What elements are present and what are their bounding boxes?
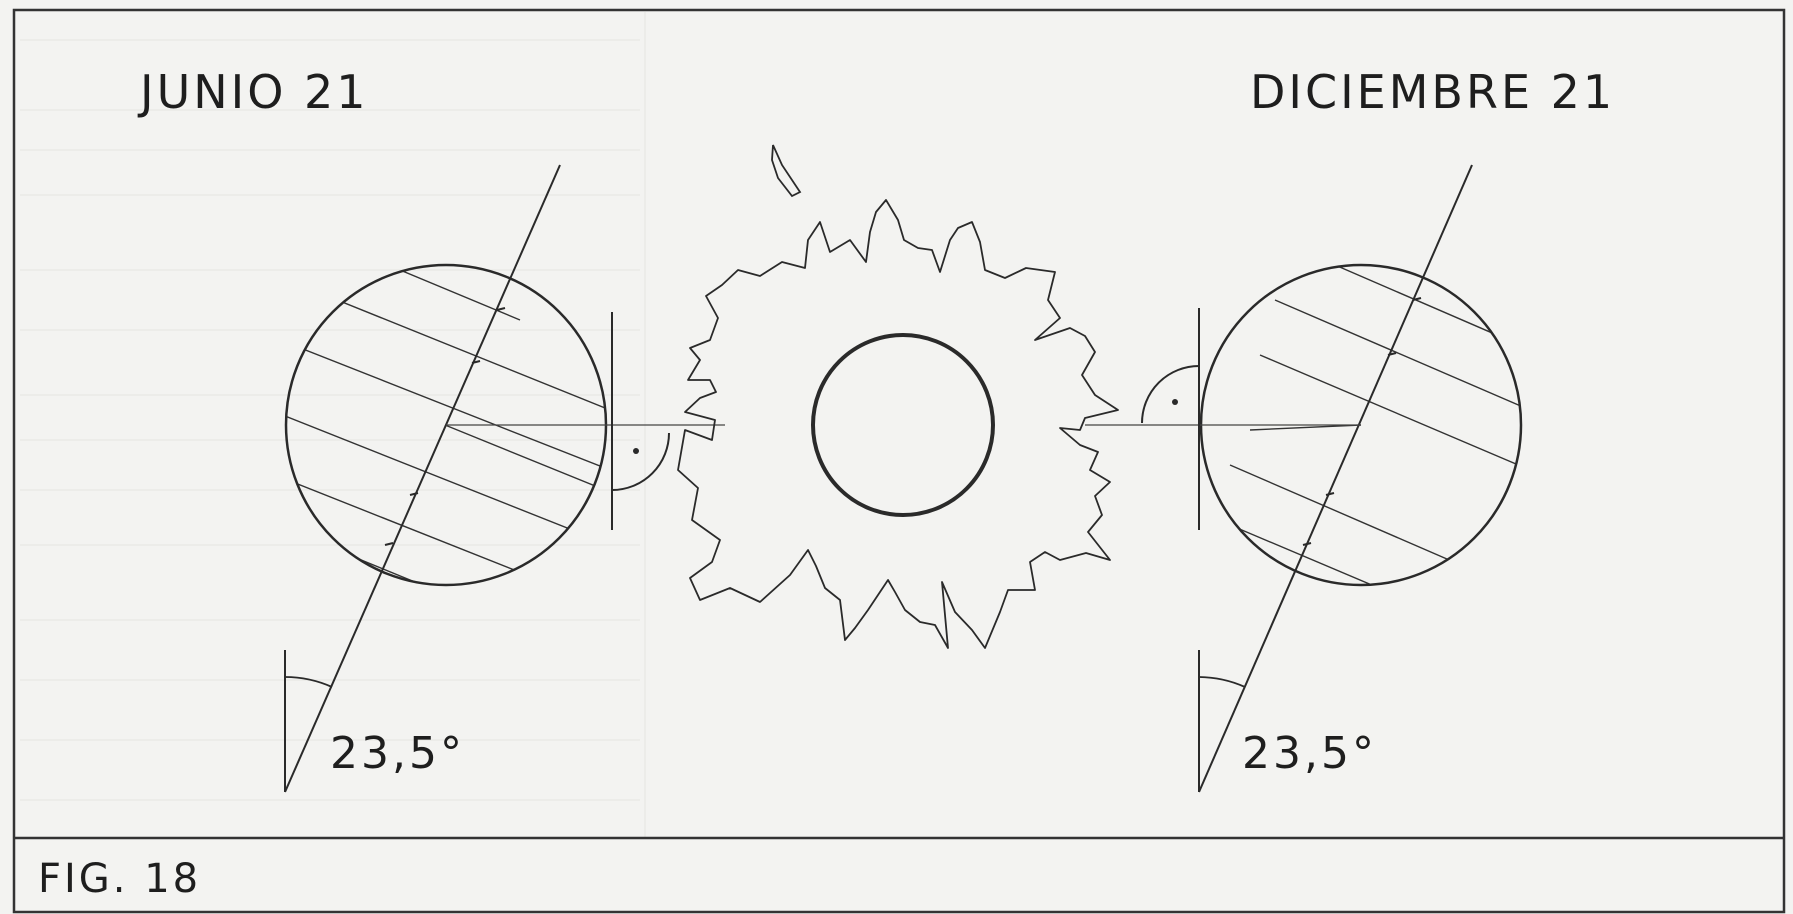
earth-june xyxy=(270,165,725,792)
figure-caption: FIG. 18 xyxy=(38,856,201,902)
earth-december xyxy=(1085,165,1530,792)
label-junio: JUNIO 21 xyxy=(137,65,369,119)
sun-core xyxy=(813,335,993,515)
inclination-arc-june xyxy=(285,677,332,687)
night-hatching-june xyxy=(270,245,610,625)
figure-frame xyxy=(14,10,1784,912)
label-angle-left: 23,5° xyxy=(330,728,465,779)
sun-corona xyxy=(678,200,1118,648)
sun xyxy=(678,145,1118,648)
inclination-arc-december xyxy=(1199,677,1245,687)
earth-axis-june xyxy=(285,165,560,792)
right-angle-mark-december xyxy=(1142,366,1199,423)
right-angle-mark-june xyxy=(612,433,669,490)
earth-axis-december xyxy=(1199,165,1472,792)
sun-flare xyxy=(772,145,800,196)
label-angle-right: 23,5° xyxy=(1242,728,1377,779)
label-diciembre: DICIEMBRE 21 xyxy=(1250,65,1615,119)
